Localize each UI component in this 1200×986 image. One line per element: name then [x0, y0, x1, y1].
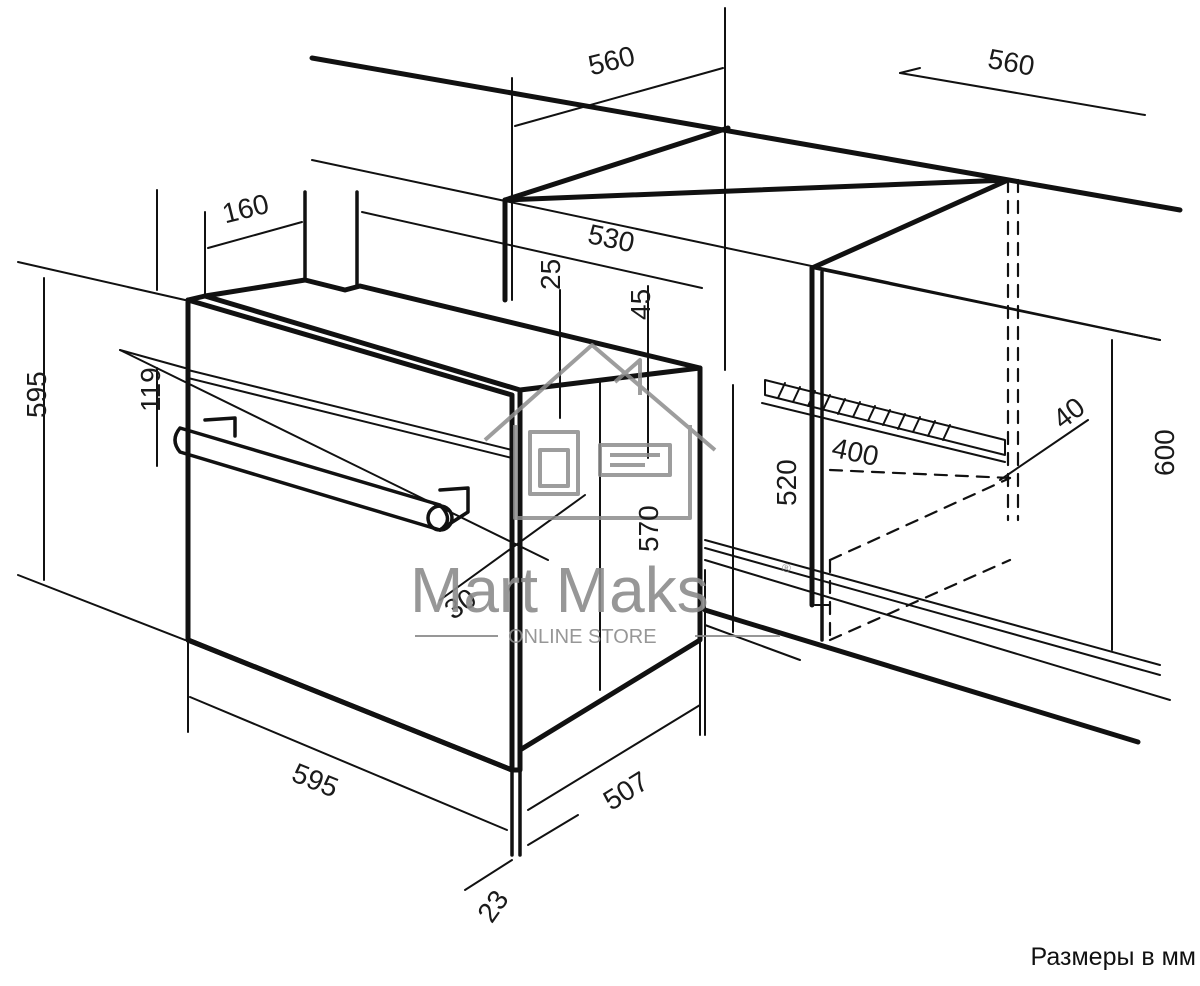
dim-vent-40: 40	[1047, 391, 1091, 435]
dimension-lines	[17, 67, 1146, 891]
dim-height-119: 119	[135, 367, 166, 412]
watermark-logo-icon	[483, 343, 717, 520]
watermark-tagline: ONLINE STORE	[508, 626, 657, 648]
dim-top-depth: 160	[219, 188, 272, 229]
dim-vent-400: 400	[829, 432, 881, 472]
dim-gap-top: 25	[535, 259, 566, 290]
units-note: Размеры в мм	[1030, 943, 1196, 971]
dim-cabinet-depth-left: 560	[585, 40, 638, 81]
dim-niche-600: 600	[1149, 429, 1180, 476]
cabinet-outline	[309, 7, 1183, 745]
dim-cabinet-depth-right: 560	[986, 43, 1037, 82]
dim-niche-depth: 530	[585, 218, 637, 258]
dim-width-595: 595	[288, 757, 343, 803]
watermark-mark: ®	[782, 561, 791, 575]
watermark-brand: Mart Maks	[410, 554, 709, 626]
oven-body	[185, 190, 703, 857]
dim-inner-570: 570	[633, 505, 664, 552]
dim-height-595: 595	[21, 371, 52, 418]
dim-inner-520: 520	[771, 459, 802, 506]
dim-gap-45: 45	[625, 289, 656, 320]
dim-depth-507: 507	[598, 765, 654, 816]
dim-door-23: 23	[471, 884, 514, 927]
oven-handle	[173, 416, 470, 532]
watermark: Mart Maks ® ONLINE STORE	[410, 554, 791, 648]
